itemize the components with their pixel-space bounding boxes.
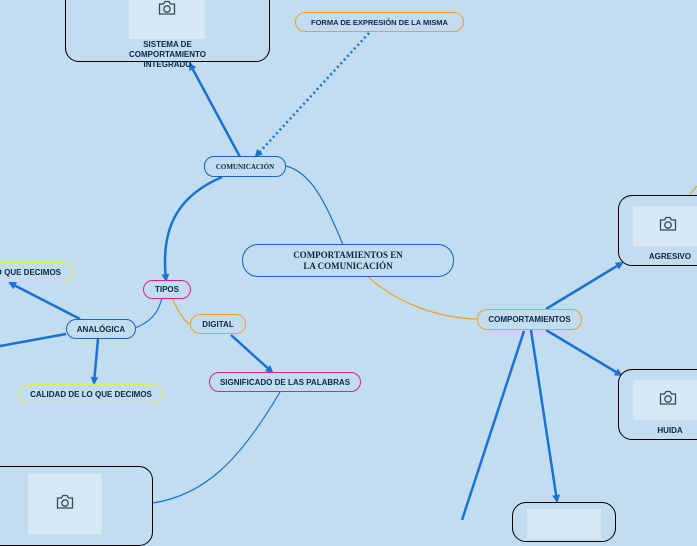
huida-label: HUIDA [657, 426, 683, 435]
link-central-comunicacion [285, 165, 344, 246]
link-agresivo-topright [689, 185, 697, 195]
link-forma-comunicacion [254, 32, 370, 158]
link-comunicacion-sistema [188, 62, 242, 158]
significado-node[interactable]: SIGNIFICADO DE LAS PALABRAS [209, 372, 361, 392]
link-comunicacion-tipos [161, 175, 223, 282]
forma-node[interactable]: FORMA DE EXPRESIÓN DE LA MISMA [295, 12, 464, 32]
link-analogica-loquedecimos [8, 281, 81, 321]
calidad-node[interactable]: CALIDAD DE LO QUE DECIMOS [19, 384, 163, 404]
tipos-node[interactable]: TIPOS [143, 280, 191, 299]
image-placeholder [129, 0, 205, 39]
link-analogica-left [0, 332, 67, 348]
link-comportamientos-downleft [460, 330, 526, 520]
image-placeholder [527, 509, 601, 539]
huida-card[interactable]: HUIDA [618, 369, 697, 440]
comportamientos-node[interactable]: COMPORTAMIENTOS [477, 309, 582, 330]
bottom-left-card[interactable] [0, 466, 153, 546]
sistema-label: SISTEMA DE COMPORTAMIENTO INTEGRADO [128, 40, 207, 69]
camera-icon [659, 390, 677, 411]
link-comportamientos-agresivo [545, 261, 624, 311]
central-topic[interactable]: COMPORTAMIENTOS EN LA COMUNICACIÓN [242, 244, 454, 277]
link-digital-significado [230, 334, 274, 374]
link-tipos-digital [171, 297, 191, 325]
image-placeholder [633, 380, 697, 420]
connector-layer [0, 32, 697, 520]
link-tipos-analogica [134, 297, 163, 329]
analogica-node[interactable]: ANALÓGICA [66, 319, 136, 339]
camera-icon [56, 494, 74, 515]
link-analogica-calidad [90, 338, 100, 385]
lo-que-decimos-node[interactable]: O QUE DECIMOS [0, 262, 74, 282]
bottom-card[interactable] [512, 502, 616, 542]
digital-node[interactable]: DIGITAL [190, 314, 246, 334]
camera-icon [659, 216, 677, 237]
link-comportamientos-bottom [529, 329, 561, 503]
agresivo-label: AGRESIVO [648, 252, 692, 261]
link-comportamientos-huida [545, 328, 623, 377]
comunicacion-node[interactable]: COMUNICACIÓN [204, 156, 286, 177]
link-significado-card [152, 391, 281, 504]
image-placeholder [28, 474, 102, 534]
image-placeholder [633, 206, 697, 246]
link-central-comportamientos [367, 276, 478, 320]
agresivo-card[interactable]: AGRESIVO [618, 195, 697, 266]
sistema-card[interactable]: SISTEMA DE COMPORTAMIENTO INTEGRADO [65, 0, 270, 69]
camera-icon [158, 0, 176, 21]
